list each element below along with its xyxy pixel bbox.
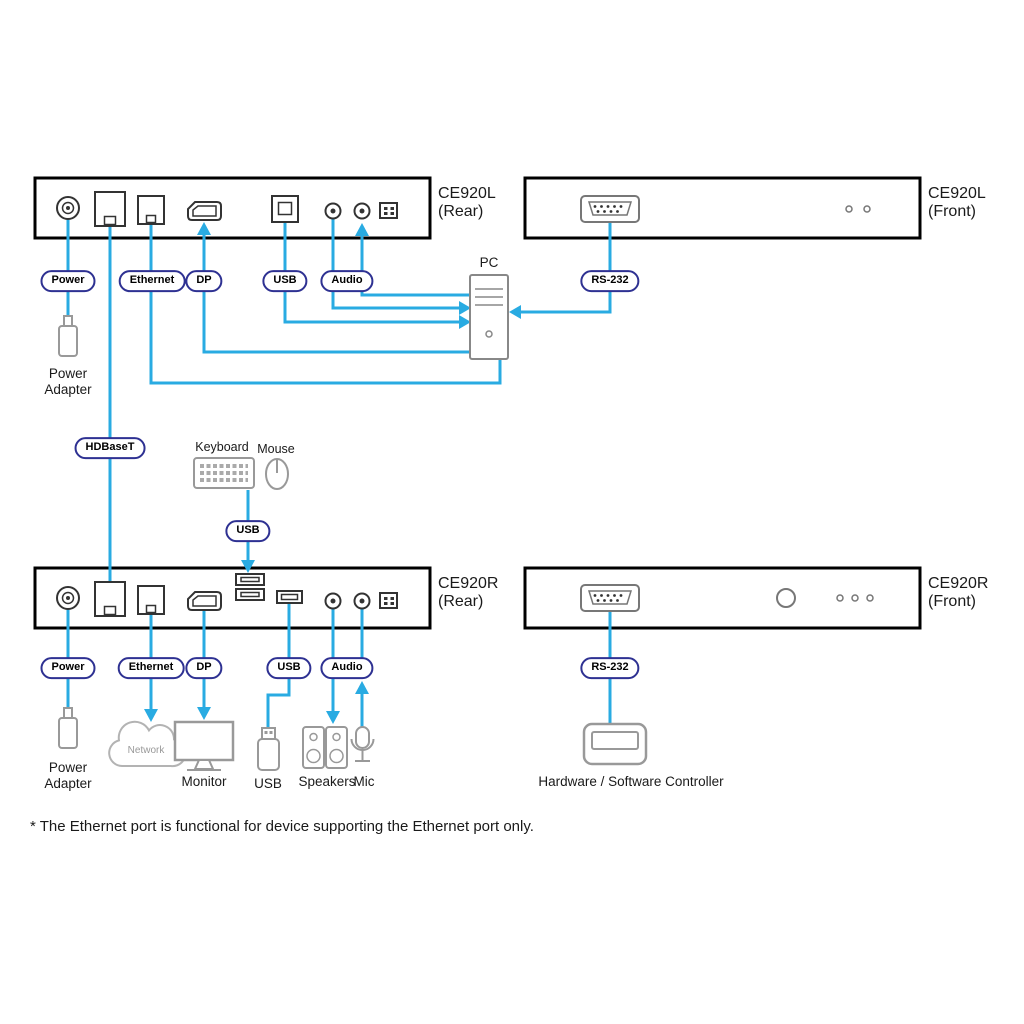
led-indicators-bottom-front (836, 594, 874, 602)
pill-usb-bottom: USB (266, 657, 312, 679)
usb-cable-top (283, 222, 459, 324)
audio-jack2-bottom (353, 592, 371, 610)
arrow-into-dp-port (197, 222, 211, 235)
monitor-label: Monitor (181, 774, 227, 789)
pc-label: PC (479, 255, 499, 270)
power-adapter-icon-bottom (58, 707, 78, 749)
terminal-block-port-top (379, 202, 398, 219)
audio-in-cable-top (360, 236, 470, 297)
footnote: * The Ethernet port is functional for de… (30, 818, 534, 835)
arrow-audio-into-pc (459, 301, 471, 315)
network-label: Network (127, 745, 165, 756)
device-name: CE920R (928, 575, 989, 592)
monitor-icon (173, 720, 235, 771)
speaker-icon-left (302, 726, 325, 769)
pill-ethernet-bottom: Ethernet (117, 657, 185, 679)
device-view: (Front) (928, 203, 976, 220)
label-ce920r-rear: CE920R (Rear) (438, 575, 498, 611)
terminal-block-port-bottom (379, 592, 398, 609)
displayport-port-bottom (187, 591, 222, 611)
pill-usb-mid: USB (225, 520, 271, 542)
usb-drive-label: USB (254, 776, 282, 791)
power-adapter-icon-top (58, 315, 78, 357)
controller-label: Hardware / Software Controller (538, 774, 724, 789)
hdbaset-port-top (94, 191, 126, 227)
device-view: (Front) (928, 593, 976, 610)
usb-a-port-single (276, 590, 303, 604)
pill-power-bottom: Power (40, 657, 96, 679)
power-adapter-line2: Adapter (44, 776, 92, 791)
device-view: (Rear) (438, 593, 484, 610)
pill-rs232-top: RS-232 (580, 270, 640, 292)
keyboard-label: Keyboard (195, 440, 249, 454)
pill-audio-top: Audio (320, 270, 374, 292)
controller-icon (582, 722, 648, 766)
label-ce920l-rear: CE920L (Rear) (438, 185, 496, 221)
label-ce920l-front: CE920L (Front) (928, 185, 986, 221)
db9-serial-port-top (580, 195, 640, 223)
arrow-rs232-into-pc (509, 305, 521, 319)
power-adapter-line1: Power (48, 760, 88, 775)
device-name: CE920L (438, 185, 496, 202)
pill-dp-bottom: DP (185, 657, 223, 679)
pill-usb-top: USB (262, 270, 308, 292)
db9-serial-port-bottom (580, 584, 640, 612)
power-adapter-label-bottom: Power Adapter (44, 760, 91, 792)
power-adapter-line2: Adapter (44, 382, 92, 397)
push-button-bottom-front (776, 588, 796, 608)
arrow-usb-into-pc (459, 315, 471, 329)
audio-out-cable-top (331, 219, 459, 310)
device-name: CE920R (438, 575, 499, 592)
arrow-into-usb-ports (241, 560, 255, 573)
ethernet-port-top (137, 195, 165, 225)
pill-ethernet-top: Ethernet (118, 270, 186, 292)
power-adapter-label-top: Power Adapter (44, 366, 91, 398)
led-indicators-top-front (845, 205, 871, 213)
mic-label: Mic (353, 774, 375, 789)
label-ce920r-front: CE920R (Front) (928, 575, 988, 611)
pill-power-top: Power (40, 270, 96, 292)
usb-a-ports-stacked (235, 573, 265, 601)
arrow-into-speakers (326, 711, 340, 724)
device-name: CE920L (928, 185, 986, 202)
pill-dp-top: DP (185, 270, 223, 292)
hdbaset-port-bottom (94, 581, 126, 617)
speaker-icon-right (325, 726, 348, 769)
power-jack-port-top (56, 196, 80, 220)
usb-cable-bottom (266, 603, 291, 729)
arrow-into-audio-jack (355, 223, 369, 236)
audio-jack2-top (353, 202, 371, 220)
displayport-port-top (187, 201, 222, 221)
rs232-cable-top (521, 222, 612, 314)
arrow-into-monitor (197, 707, 211, 720)
speakers-label: Speakers (298, 774, 356, 789)
microphone-icon (350, 726, 375, 762)
power-jack-port-bottom (56, 586, 80, 610)
usb-drive-icon (257, 727, 280, 771)
dp-cable-top (202, 234, 469, 354)
usb-b-port-top (271, 195, 299, 223)
keyboard-icon (193, 457, 255, 489)
arrow-into-network (144, 709, 158, 722)
audio-jack1-bottom (324, 592, 342, 610)
power-adapter-line1: Power (48, 366, 88, 381)
pill-audio-bottom: Audio (320, 657, 374, 679)
arrow-mic-up (355, 681, 369, 694)
ethernet-port-bottom (137, 585, 165, 615)
mouse-icon (265, 458, 289, 490)
audio-jack1-top (324, 202, 342, 220)
mouse-label: Mouse (257, 442, 295, 456)
device-view: (Rear) (438, 203, 484, 220)
ethernet-cable-top (149, 224, 502, 385)
pill-hdbaset: HDBaseT (74, 437, 146, 459)
pill-rs232-bottom: RS-232 (580, 657, 640, 679)
pc-tower-icon (469, 274, 509, 360)
